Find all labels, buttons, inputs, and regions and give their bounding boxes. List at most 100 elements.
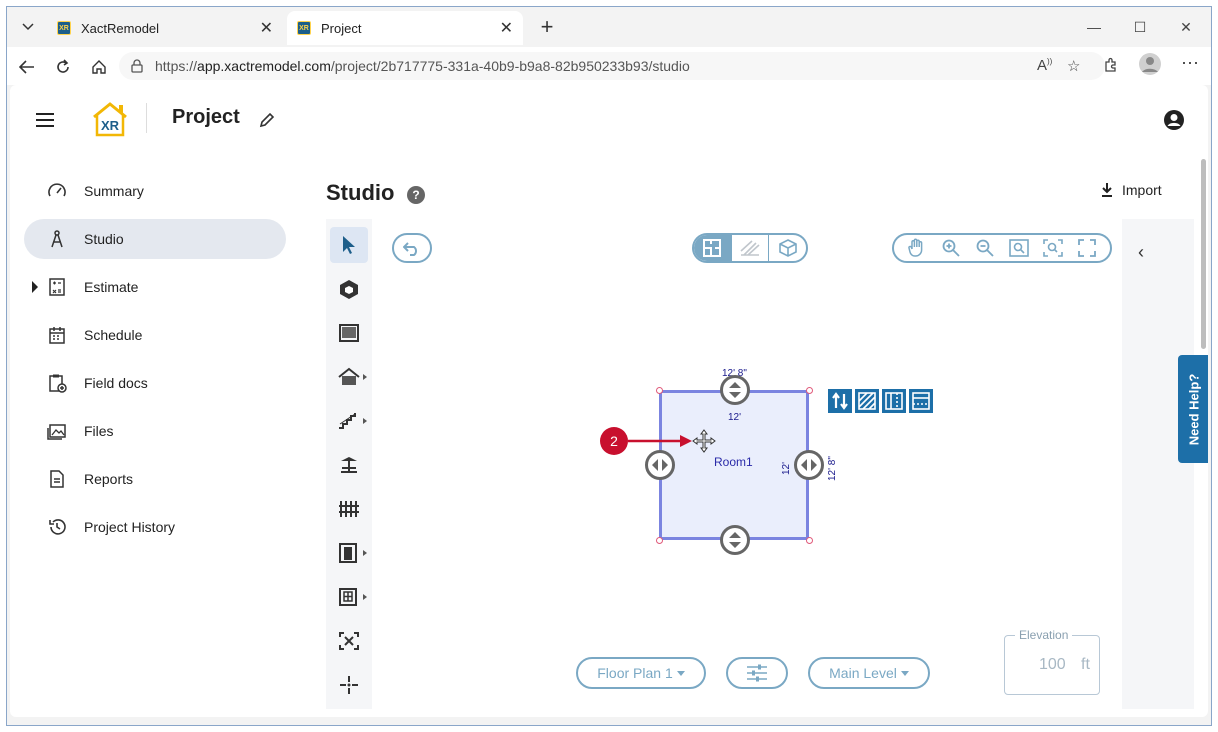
xactremodel-logo[interactable]: XR xyxy=(90,99,130,139)
view-2d-floorplan-button[interactable] xyxy=(694,235,732,261)
maximize-button[interactable]: ☐ xyxy=(1133,18,1147,35)
back-button[interactable] xyxy=(15,55,39,79)
fullscreen-button[interactable] xyxy=(1074,236,1100,260)
select-pointer-tool[interactable] xyxy=(330,227,368,263)
sidebar-item-project-history[interactable]: Project History xyxy=(24,507,286,547)
url-field[interactable]: https://app.xactremodel.com/project/2b71… xyxy=(119,52,1105,80)
room-split-vertical-button[interactable] xyxy=(882,389,906,413)
close-icon[interactable]: ✕ xyxy=(259,20,273,37)
chevron-down-icon xyxy=(22,23,34,31)
rectangle-icon xyxy=(339,324,359,342)
elevation-field[interactable]: Elevation 100 ft xyxy=(1004,628,1100,695)
zoom-fit-button[interactable] xyxy=(1006,236,1032,260)
corner-vertex[interactable] xyxy=(656,537,663,544)
scrollbar-thumb[interactable] xyxy=(1201,159,1206,349)
page-scrollbar[interactable] xyxy=(1200,155,1206,715)
extensions-icon[interactable] xyxy=(1103,57,1119,77)
zoom-in-icon xyxy=(942,239,960,257)
left-right-arrows-icon xyxy=(801,459,817,471)
elevation-value[interactable]: 100 xyxy=(1039,656,1066,673)
room-properties-button[interactable] xyxy=(828,389,852,413)
sidebar-item-field-docs[interactable]: Field docs xyxy=(24,363,286,403)
zoom-selection-button[interactable] xyxy=(1040,236,1066,260)
crosshair-icon xyxy=(340,676,358,694)
submenu-arrow-icon xyxy=(363,594,367,600)
zoom-out-button[interactable] xyxy=(972,236,998,260)
pan-hand-button[interactable] xyxy=(904,236,930,260)
tab-actions-menu[interactable] xyxy=(15,15,41,39)
sidebar-item-summary[interactable]: Summary xyxy=(24,171,286,211)
rectangle-room-tool[interactable] xyxy=(330,315,368,351)
favorite-star-icon[interactable]: ☆ xyxy=(1067,58,1081,75)
account-circle-icon[interactable] xyxy=(1163,109,1185,131)
floor-plan-select[interactable]: Floor Plan 1 xyxy=(576,657,706,689)
resize-left-handle[interactable] xyxy=(645,450,675,480)
room-3d-tool[interactable] xyxy=(330,271,368,307)
new-tab-button[interactable]: + xyxy=(540,14,554,39)
close-window-button[interactable]: ✕ xyxy=(1180,18,1192,35)
collapse-panel-button[interactable]: ‹ xyxy=(1138,242,1144,262)
step-number-badge: 2 xyxy=(600,427,628,455)
lock-icon[interactable] xyxy=(129,58,145,74)
split-vertical-icon xyxy=(885,392,903,410)
sidebar-item-label: Summary xyxy=(84,183,144,199)
need-help-tab[interactable]: Need Help? xyxy=(1178,355,1208,463)
view-elevation-button[interactable] xyxy=(732,235,770,261)
door-tool[interactable] xyxy=(330,535,368,571)
pencil-edit-icon[interactable] xyxy=(258,111,276,129)
home-button[interactable] xyxy=(87,55,111,79)
undo-button[interactable] xyxy=(392,233,432,263)
url-host: app.xactremodel.com xyxy=(197,58,331,74)
room-split-horizontal-button[interactable] xyxy=(909,389,933,413)
resize-top-handle[interactable] xyxy=(720,375,750,405)
hamburger-menu-icon[interactable] xyxy=(36,113,54,127)
sidebar-item-studio[interactable]: Studio xyxy=(24,219,286,259)
studio-heading: Studio xyxy=(326,180,395,205)
sidebar-item-reports[interactable]: Reports xyxy=(24,459,286,499)
fence-tool[interactable] xyxy=(330,491,368,527)
read-aloud-icon[interactable]: A)) xyxy=(1037,57,1053,74)
close-icon[interactable]: ✕ xyxy=(499,20,513,37)
history-icon xyxy=(46,516,68,538)
zoom-toolbar xyxy=(892,233,1112,263)
view-3d-button[interactable] xyxy=(769,235,806,261)
refresh-button[interactable] xyxy=(51,55,75,79)
sidebar-item-estimate[interactable]: Estimate xyxy=(24,267,286,307)
point-tool[interactable] xyxy=(330,667,368,703)
app-header: XR Project xyxy=(10,85,1208,149)
room-name-label[interactable]: Room1 xyxy=(714,455,753,469)
corner-vertex[interactable] xyxy=(806,387,813,394)
deck-tool[interactable] xyxy=(330,447,368,483)
cube-3d-icon xyxy=(778,239,797,257)
level-label: Main Level xyxy=(829,665,897,681)
tab-xactremodel[interactable]: XR XactRemodel ✕ xyxy=(47,11,283,45)
address-bar: https://app.xactremodel.com/project/2b71… xyxy=(7,47,1211,85)
deck-umbrella-icon xyxy=(341,457,357,473)
window-tool[interactable] xyxy=(330,579,368,615)
more-menu-icon[interactable]: ⋯ xyxy=(1181,53,1199,73)
corner-vertex[interactable] xyxy=(806,537,813,544)
arrow-left-icon xyxy=(19,60,34,74)
layer-settings-button[interactable] xyxy=(726,657,788,689)
drawing-canvas[interactable]: 12' 8" 12' 12' 12' 8" Room1 xyxy=(374,219,1122,709)
corner-vertex[interactable] xyxy=(656,387,663,394)
right-inner-dimension: 12' xyxy=(781,461,792,475)
expand-caret-icon[interactable] xyxy=(32,281,38,293)
import-button[interactable]: Import xyxy=(1100,182,1162,198)
sidebar-item-label: Estimate xyxy=(84,279,139,295)
profile-avatar[interactable] xyxy=(1139,53,1161,79)
stairs-tool[interactable] xyxy=(330,403,368,439)
sidebar-item-schedule[interactable]: Schedule xyxy=(24,315,286,355)
resize-bottom-handle[interactable] xyxy=(720,525,750,555)
minimize-button[interactable]: — xyxy=(1087,19,1101,35)
zoom-in-button[interactable] xyxy=(938,236,964,260)
opening-tool[interactable] xyxy=(330,623,368,659)
help-icon[interactable]: ? xyxy=(407,186,425,204)
tab-project[interactable]: XR Project ✕ xyxy=(287,11,523,45)
room-material-button[interactable] xyxy=(855,389,879,413)
resize-right-handle[interactable] xyxy=(794,450,824,480)
level-select[interactable]: Main Level xyxy=(808,657,930,689)
split-horizontal-icon xyxy=(912,392,930,410)
house-tool[interactable] xyxy=(330,359,368,395)
sidebar-item-files[interactable]: Files xyxy=(24,411,286,451)
